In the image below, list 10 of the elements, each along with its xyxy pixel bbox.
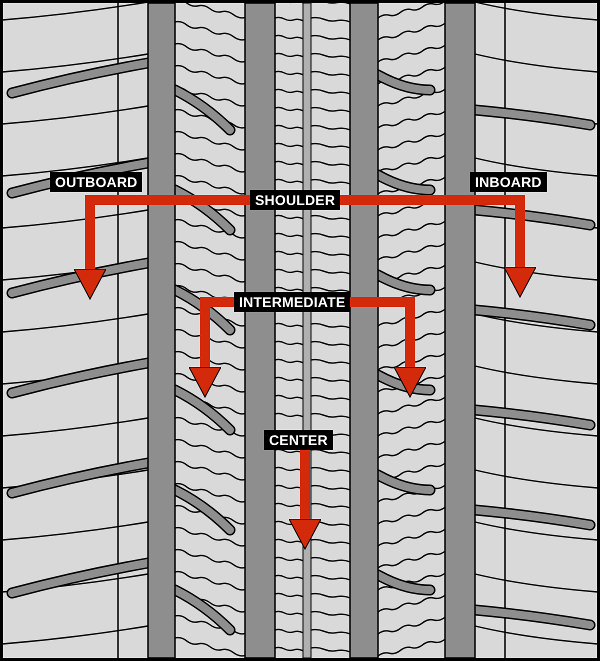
arrow: [188, 297, 234, 398]
zone-label: SHOULDER: [250, 190, 340, 210]
arrow: [340, 195, 536, 298]
zone-label: CENTER: [264, 430, 333, 450]
zone-label: INBOARD: [470, 172, 547, 192]
arrow: [288, 450, 322, 550]
zone-label: OUTBOARD: [50, 172, 142, 192]
zone-label: INTERMEDIATE: [234, 292, 350, 312]
arrow: [74, 195, 250, 300]
arrow: [350, 297, 426, 398]
